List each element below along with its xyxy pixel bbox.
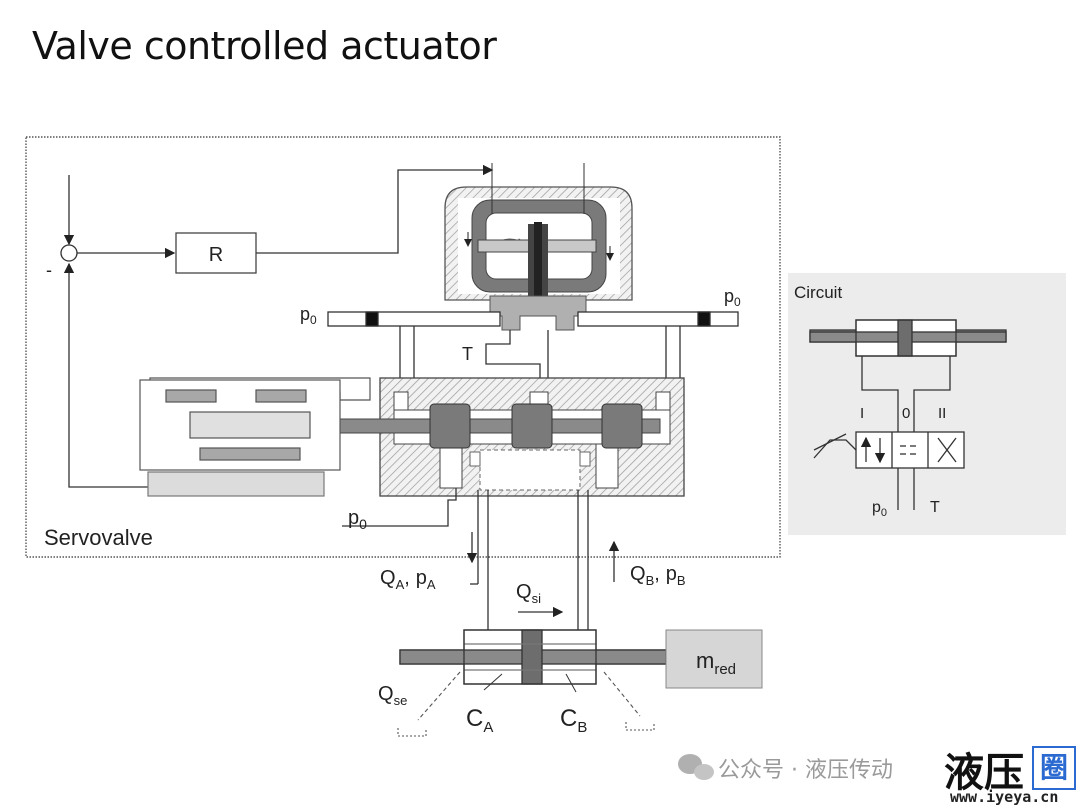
- minus-sign: -: [46, 260, 52, 280]
- ca-pointer: [483, 673, 503, 691]
- hydraulic-lines: [342, 488, 620, 630]
- pilot-stage: [444, 163, 633, 331]
- main-valve-body: [299, 377, 685, 497]
- cb-pointer: [565, 673, 577, 693]
- actuator-cylinder: [399, 629, 667, 685]
- leakage-tanks: [397, 722, 655, 737]
- controller-label: R: [209, 244, 223, 266]
- wechat-icon: [678, 754, 714, 780]
- watermark-brand: 液压: [944, 750, 1024, 796]
- watermark-source: 公众号 · 液压传动: [718, 758, 893, 783]
- circuit-panel: Circuit I 0 II p0 T: [788, 273, 1066, 535]
- circuit-position-II: II: [938, 405, 946, 422]
- qb-pb-label: QB,pB: [630, 563, 686, 588]
- servovalve-boundary: [25, 136, 781, 558]
- external-leakage: [417, 671, 641, 721]
- qsi-label: Qsi: [516, 581, 541, 606]
- circuit-p0-label: p0: [872, 499, 887, 519]
- pilot-supply-line: [327, 311, 739, 378]
- p0-left-label: p0: [300, 304, 317, 327]
- p0-right-label: p0: [724, 286, 741, 309]
- mred-label: mred: [696, 648, 736, 678]
- tank-label: T: [462, 344, 473, 364]
- ca-label: CA: [466, 705, 493, 736]
- circuit-position-0: 0: [902, 405, 910, 422]
- cb-label: CB: [560, 705, 587, 736]
- slide-title: Valve controlled actuator: [32, 24, 497, 68]
- qa-pa-label: QA,pA: [380, 567, 436, 592]
- reduced-mass-block: [665, 629, 763, 689]
- control-loop: [60, 164, 494, 488]
- position-sensor: [139, 377, 371, 497]
- watermark-brand-box: 圈: [1032, 746, 1076, 790]
- p0-bottom-label: p0: [348, 507, 367, 532]
- controller-box: [175, 232, 257, 274]
- watermark-url: www.iyeya.cn: [950, 788, 1059, 806]
- circuit-position-I: I: [860, 405, 864, 422]
- circuit-title: Circuit: [794, 283, 842, 302]
- qse-label: Qse: [378, 683, 407, 708]
- servovalve-label: Servovalve: [44, 525, 153, 550]
- circuit-tank-label: T: [930, 499, 940, 516]
